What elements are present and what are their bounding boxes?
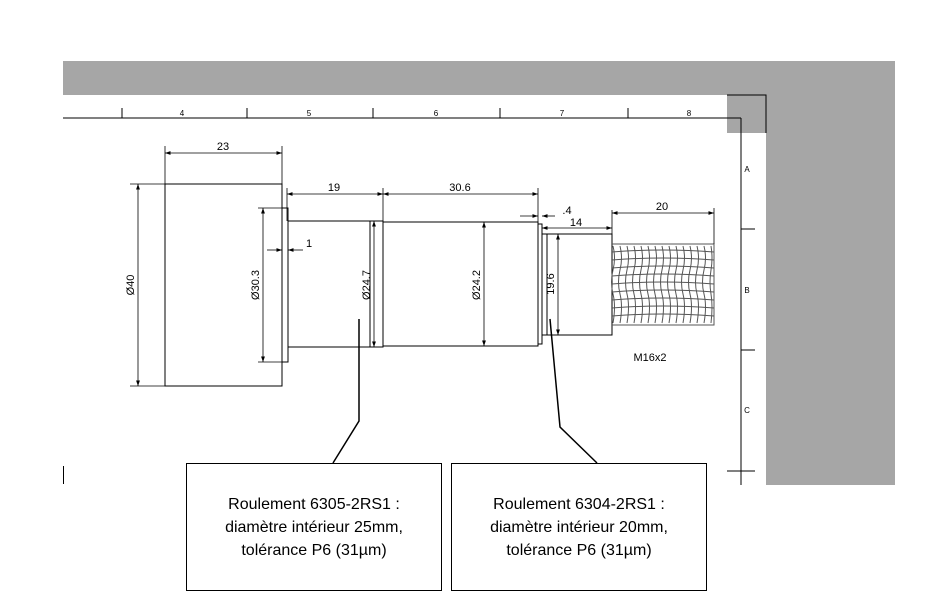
text-cursor <box>63 466 64 484</box>
callout-line: tolérance P6 (31µm) <box>241 541 387 559</box>
dim-len-thread: 20 <box>656 201 668 213</box>
column-label: 4 <box>180 109 185 118</box>
callout-line: Roulement 6305-2RS1 : <box>228 495 400 513</box>
dim-dia-flange: Ø40 <box>125 275 137 296</box>
drawing-sheet <box>63 95 766 485</box>
dim-len-seat-1: 19 <box>328 182 340 194</box>
leader-line-2 <box>549 318 598 464</box>
dimension-texts: 23 19 30.6 .4 14 20 1 Ø40 Ø30.3 Ø24.7 Ø2… <box>125 141 668 364</box>
callout-bearing-6304: Roulement 6304-2RS1 : diamètre intérieur… <box>451 463 707 591</box>
row-label: C <box>744 406 750 415</box>
dim-dia-seat-1: Ø24.7 <box>361 270 373 300</box>
zone-frame <box>63 108 755 485</box>
dim-len-seat-2: 14 <box>570 217 582 229</box>
dim-len-flange: 23 <box>217 141 229 153</box>
zone-labels: 4 5 6 7 8 A B C <box>180 109 751 415</box>
callout-bearing-6305: Roulement 6305-2RS1 : diamètre intérieur… <box>186 463 442 591</box>
dim-shoulder: 1 <box>306 238 312 250</box>
sheet-corner <box>727 94 767 133</box>
dim-dia-seat-2: 19.6 <box>545 273 557 294</box>
callout-line: Roulement 6304-2RS1 : <box>493 495 665 513</box>
column-label: 8 <box>687 109 692 118</box>
column-label: 5 <box>307 109 312 118</box>
row-label: A <box>744 165 750 174</box>
row-label: B <box>744 286 749 295</box>
column-label: 6 <box>434 109 439 118</box>
callout-line: tolérance P6 (31µm) <box>506 541 652 559</box>
dim-len-middle: 30.6 <box>449 182 470 194</box>
thread-label: M16x2 <box>633 352 666 364</box>
dimension-lines <box>130 146 715 387</box>
callout-line: diamètre intérieur 20mm, <box>490 518 668 536</box>
dim-dia-recess: Ø30.3 <box>250 270 262 300</box>
column-label: 7 <box>560 109 565 118</box>
leader-lines <box>332 318 598 464</box>
thread <box>611 243 715 326</box>
dim-len-groove: .4 <box>562 205 571 217</box>
leader-line-1 <box>332 319 360 464</box>
callout-line: diamètre intérieur 25mm, <box>225 518 403 536</box>
dim-dia-middle: Ø24.2 <box>471 270 483 300</box>
